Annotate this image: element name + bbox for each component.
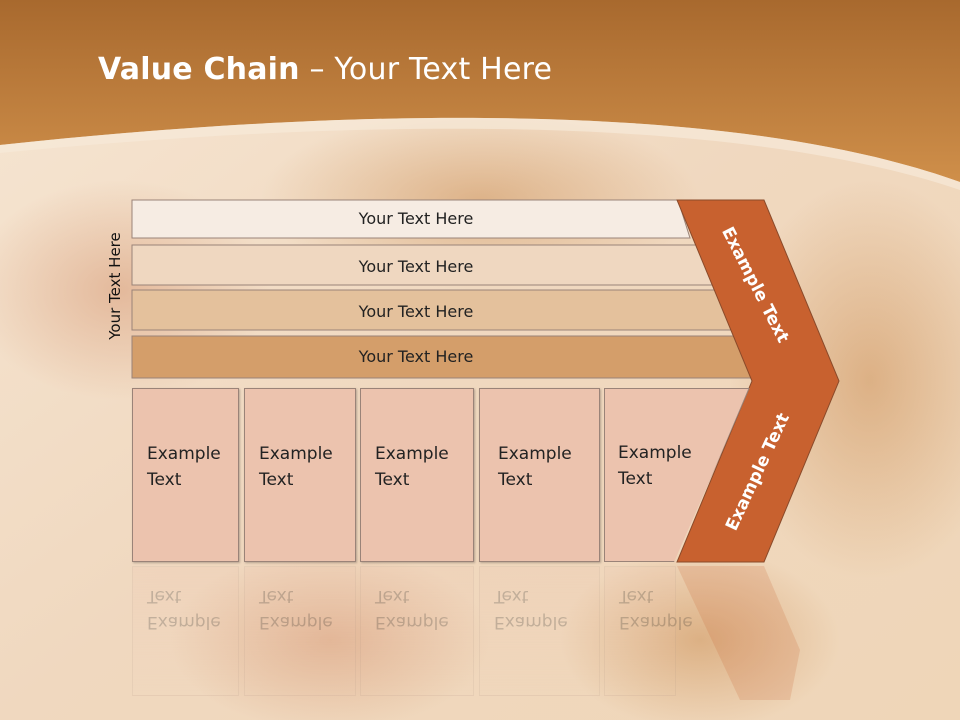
bar-label-3: Your Text Here — [358, 302, 474, 321]
chevron-reflection — [677, 566, 800, 700]
bar-label-4: Your Text Here — [358, 347, 474, 366]
chevron-arrow — [676, 199, 840, 563]
title-rest: – Your Text Here — [299, 52, 553, 87]
bar-label-2: Your Text Here — [358, 257, 474, 276]
layer-bar-1 — [131, 199, 691, 239]
slide-title: Value Chain – Your Text Here — [98, 52, 552, 87]
title-bold: Value Chain — [98, 52, 300, 87]
bar-label-1: Your Text Here — [358, 209, 474, 228]
